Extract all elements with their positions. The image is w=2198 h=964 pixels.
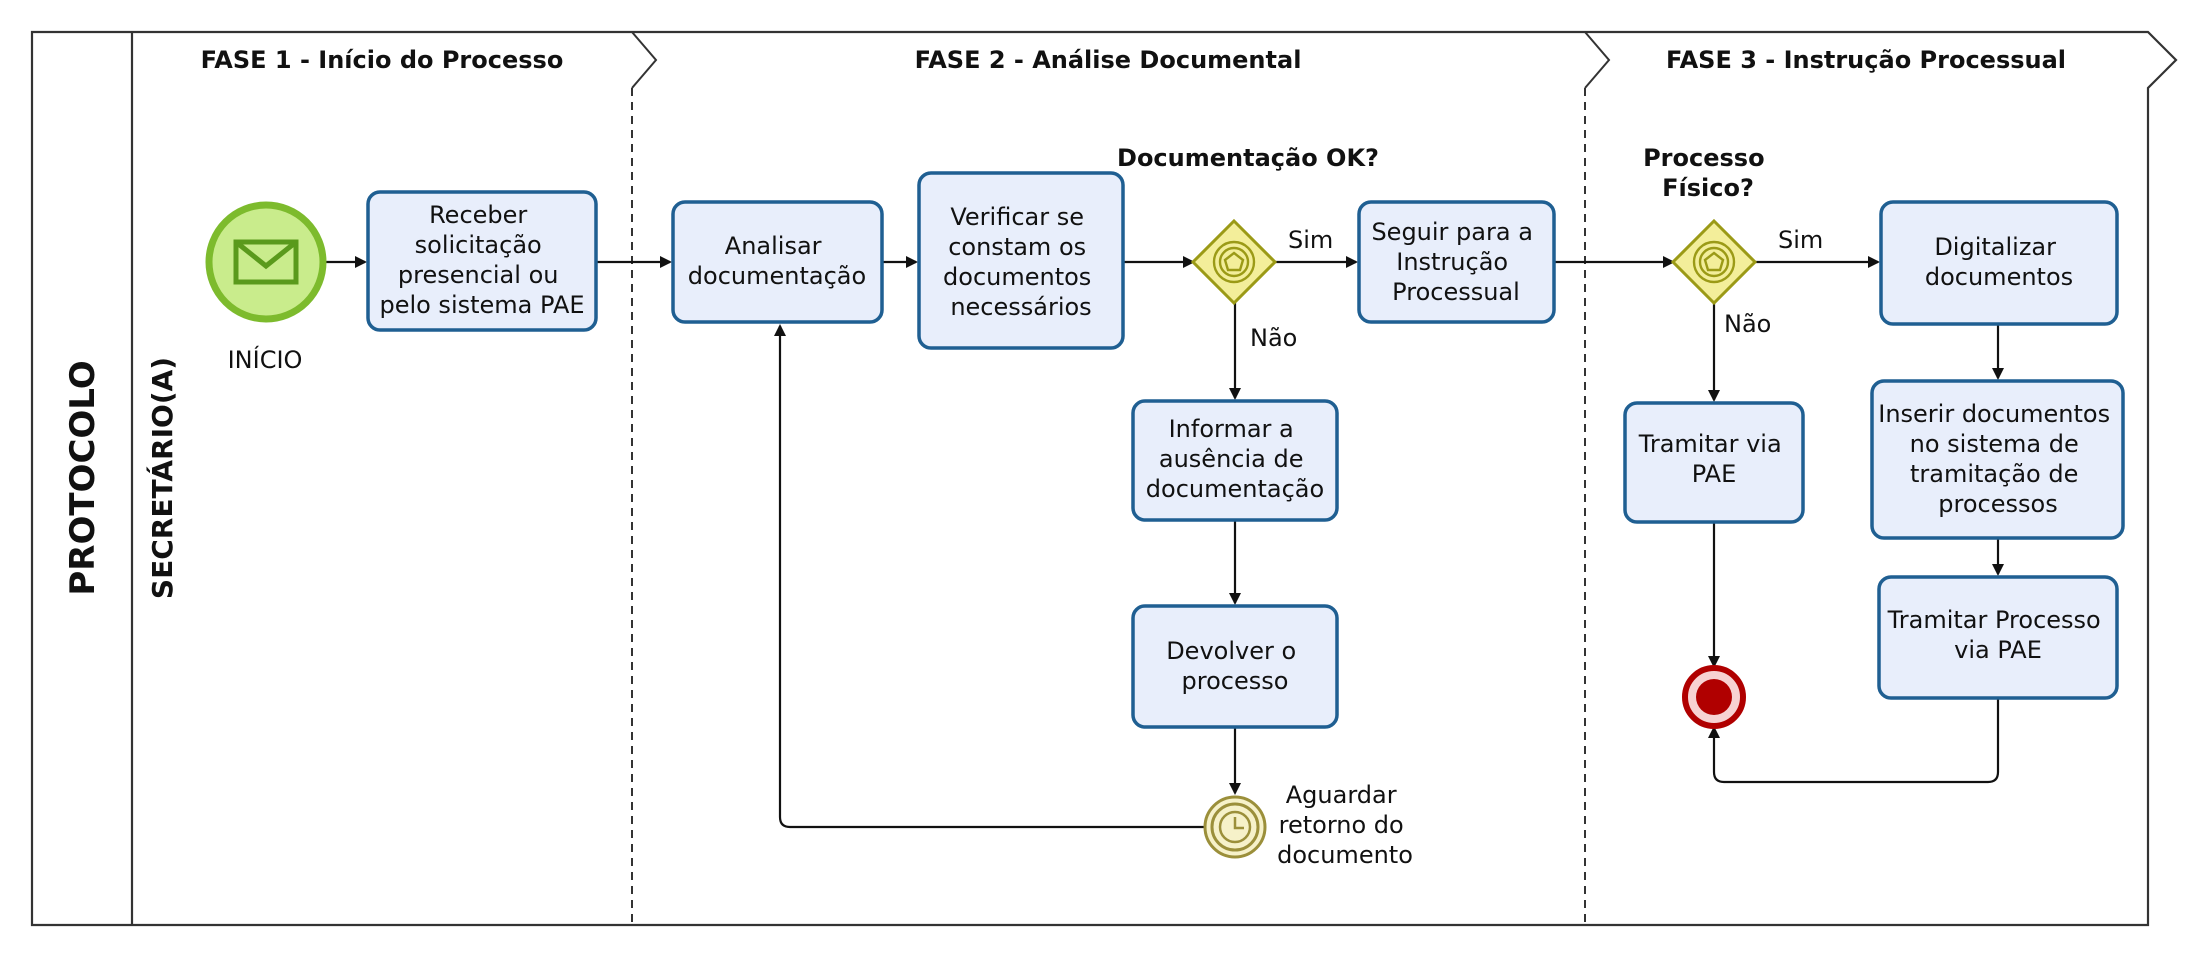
sequence-flows (326, 256, 2004, 829)
flow-tramitarprocesso-end (1708, 698, 2000, 784)
task-informar-ausencia[interactable]: Informar a ausência de documentação (1131, 399, 1339, 522)
svg-text:Informar a ausência de: Informar a ausência de documentação (1146, 415, 1324, 503)
task-line: documentos (943, 263, 1091, 291)
task-line: constam os (948, 233, 1086, 261)
timer-event[interactable] (1203, 795, 1267, 859)
envelope-icon (233, 239, 299, 285)
pool: PROTOCOLO (30, 30, 2178, 927)
clock-icon (1218, 810, 1252, 844)
lane-label: SECRETÁRIO(A) (145, 357, 179, 599)
gateway-documentacao-ok[interactable] (1190, 218, 1278, 306)
task-line: Tramitar Processo (1887, 606, 2101, 634)
svg-text:Inserir documentos no si: Inserir documentos no sistema de tramita… (1878, 400, 2118, 518)
start-event[interactable] (205, 201, 327, 323)
task-line: pelo sistema PAE (379, 291, 584, 319)
task-analisar-documentacao[interactable]: Analisar documentação (671, 200, 884, 324)
task-receber-solicitacao[interactable]: Receber solicitação presencial ou pelo s… (366, 190, 598, 332)
task-digitalizar-documentos[interactable]: Digitalizar documentos (1879, 200, 2119, 326)
phase-3-header: FASE 3 - Instrução Processual (1666, 46, 2066, 74)
phase-separators (631, 31, 1611, 925)
svg-text:Tramitar Processo via PA: Tramitar Processo via PAE (1887, 606, 2109, 664)
end-event-icon (1696, 679, 1732, 715)
gateway-1-question: Documentação OK? (1117, 144, 1379, 172)
pentagon-icon (1212, 240, 1256, 284)
svg-text:Tramitar via PAE: Tramitar via PAE (1638, 430, 1790, 488)
task-line: ausência de (1159, 445, 1304, 473)
task-devolver-processo[interactable]: Devolver o processo (1131, 604, 1339, 729)
svg-text:Verificar se constam os: Verificar se constam os documentos neces… (943, 203, 1099, 321)
task-tramitar-processo[interactable]: Tramitar Processo via PAE (1877, 575, 2119, 700)
task-line: Tramitar via (1638, 430, 1782, 458)
task-line: presencial ou (398, 261, 559, 289)
task-line: tramitação de (1910, 460, 2078, 488)
svg-text:Receber solicitação: Receber solicitação presencial ou pelo s… (379, 201, 584, 319)
pentagon-icon (1692, 240, 1736, 284)
task-line: Receber (429, 201, 527, 229)
task-line: documentação (688, 262, 866, 290)
svg-text:Devolver o processo: Devolver o processo (1166, 637, 1304, 695)
task-line: Digitalizar (1934, 233, 2056, 261)
task-line: processos (1938, 490, 2057, 518)
phase-2-header: FASE 2 - Análise Documental (915, 46, 1302, 74)
task-verificar-documentos[interactable]: Verificar se constam os documentos neces… (917, 171, 1125, 350)
end-event[interactable] (1682, 665, 1746, 729)
task-inserir-documentos[interactable]: Inserir documentos no sistema de tramita… (1870, 379, 2125, 540)
task-line: Verificar se (950, 203, 1084, 231)
phase-1-header: FASE 1 - Início do Processo (201, 46, 564, 74)
task-line: solicitação (415, 231, 542, 259)
task-seguir-instrucao[interactable]: Seguir para a Instrução Processual (1357, 200, 1556, 324)
task-line: documentos (1925, 263, 2073, 291)
svg-text:Analisar documentação: Analisar documentação (688, 232, 866, 290)
task-line: documentação (1146, 475, 1324, 503)
start-event-label: INÍCIO (228, 345, 303, 374)
gateway-2-question: Processo Físico? (1643, 144, 1773, 202)
task-line: Inserir documentos (1878, 400, 2110, 428)
task-line: necessários (950, 293, 1091, 321)
svg-text:Digitalizar documentos: Digitalizar documentos (1925, 233, 2073, 291)
task-line: no sistema de (1910, 430, 2079, 458)
task-tramitar-via-pae[interactable]: Tramitar via PAE (1623, 401, 1805, 524)
pool-label: PROTOCOLO (63, 360, 103, 595)
gateway-2-no-label: Não (1724, 310, 1771, 338)
svg-text:Seguir para a Instrução: Seguir para a Instrução Processual (1371, 218, 1540, 306)
task-line: Seguir para a (1371, 218, 1532, 246)
flow-timer-analisar (774, 324, 1209, 829)
task-line: Informar a (1169, 415, 1294, 443)
gateway-processo-fisico[interactable] (1670, 218, 1758, 306)
gateway-1-yes-label: Sim (1288, 226, 1333, 254)
gateway-1-no-label: Não (1250, 324, 1297, 352)
task-line: Processual (1392, 278, 1520, 306)
task-line: Instrução (1396, 248, 1508, 276)
task-line: Devolver o (1166, 637, 1296, 665)
task-line: PAE (1692, 460, 1737, 488)
task-line: via PAE (1954, 636, 2042, 664)
timer-event-label: Aguardar retorno do documento (1277, 781, 1413, 869)
task-line: processo (1182, 667, 1289, 695)
gateway-2-yes-label: Sim (1778, 226, 1823, 254)
task-line: Analisar (725, 232, 822, 260)
